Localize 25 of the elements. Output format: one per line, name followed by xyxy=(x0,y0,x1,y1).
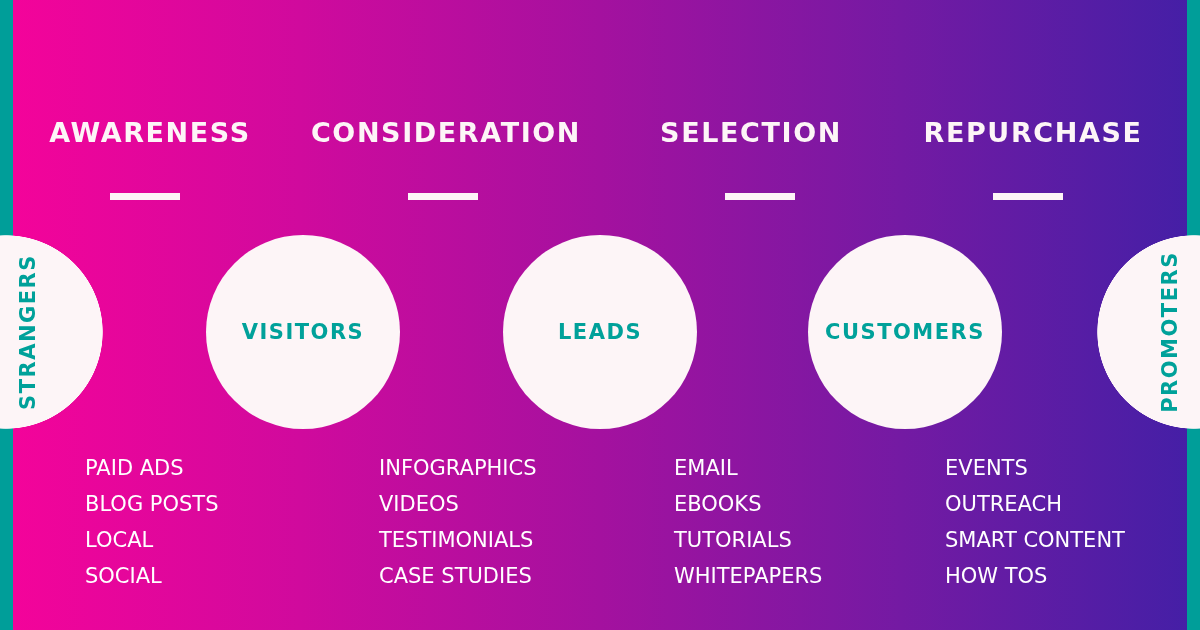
tactic-item: TESTIMONIALS xyxy=(379,529,534,551)
tactic-item: SMART CONTENT xyxy=(945,529,1125,551)
stage-heading: REPURCHASE xyxy=(923,118,1143,146)
tactic-item: EVENTS xyxy=(945,457,1028,479)
tactic-item: HOW TOS xyxy=(945,565,1048,587)
stage-label: PROMOTERS xyxy=(1159,251,1181,413)
stage-label: VISITORS xyxy=(241,321,365,343)
stage-label: CUSTOMERS xyxy=(825,321,985,343)
stage-heading: AWARENESS xyxy=(49,118,251,146)
stage-heading: SELECTION xyxy=(660,118,842,146)
tactic-item: INFOGRAPHICS xyxy=(379,457,537,479)
stage-label: LEADS xyxy=(557,321,642,343)
stage-heading: CONSIDERATION xyxy=(310,118,582,146)
stage-label: STRANGERS xyxy=(17,254,39,410)
tactic-item: SOCIAL xyxy=(85,565,162,587)
tactic-item: WHITEPAPERS xyxy=(674,565,823,587)
tactic-item: CASE STUDIES xyxy=(379,565,532,587)
tactic-item: BLOG POSTS xyxy=(85,493,219,515)
tactic-item: EMAIL xyxy=(674,457,738,479)
tactic-item: OUTREACH xyxy=(945,493,1063,515)
tactic-item: EBOOKS xyxy=(674,493,762,515)
tactic-item: VIDEOS xyxy=(379,493,459,515)
tactic-item: TUTORIALS xyxy=(674,529,792,551)
tactic-item: LOCAL xyxy=(85,529,154,551)
tactic-item: PAID ADS xyxy=(85,457,184,479)
